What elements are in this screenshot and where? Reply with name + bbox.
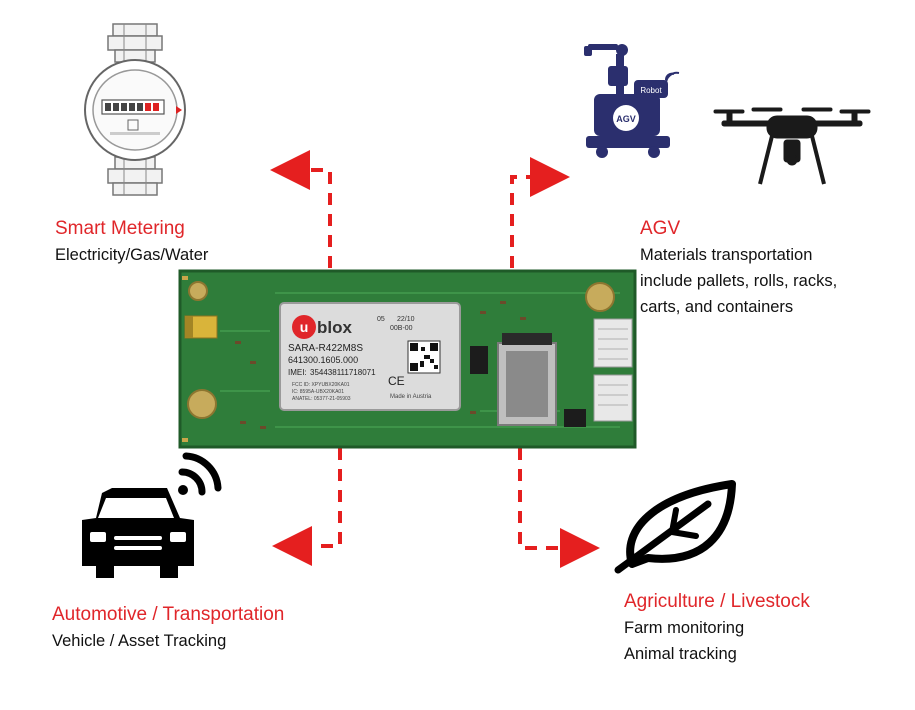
agriculture-line-1: Farm monitoring [624, 619, 745, 637]
agv-body-text: AGV [616, 114, 636, 124]
agv-line-3: carts, and containers [640, 298, 794, 316]
agv-line-2: include pallets, rolls, racks, [640, 272, 838, 290]
module-made-in: Made in Austria [390, 394, 432, 400]
module-can [279, 302, 461, 411]
module-anatel: ANATEL: 05377-21-05903 [292, 396, 351, 402]
ce-mark: CE [388, 374, 405, 388]
water-meter-icon [84, 23, 186, 196]
agv-title: AGV [640, 218, 681, 239]
automotive-line-1: Vehicle / Asset Tracking [52, 632, 227, 650]
qr-code [407, 340, 441, 374]
module-ic: IC: 8595A-UBX20KA01 [292, 389, 344, 395]
agv-badge-text: Robot [640, 86, 662, 95]
module-imei: 354438111718071 [310, 368, 376, 377]
arrow-to-automotive [272, 448, 342, 566]
mounting-hole-top-left [188, 281, 208, 301]
ublox-brand: blox [317, 318, 352, 337]
module-model: SARA-R422M8S [288, 343, 363, 354]
leaf-icon [614, 480, 736, 574]
smart-metering-line-1: Electricity/Gas/Water [55, 246, 209, 264]
connector-top [593, 318, 633, 368]
module-code1: 05 [377, 316, 385, 323]
agv-line-1: Materials transportation [640, 246, 813, 264]
module-imei-label: IMEI: [288, 368, 307, 377]
mounting-hole-bottom-left [187, 389, 217, 419]
module-code2: 22/10 [397, 316, 415, 323]
arrow-to-agriculture [518, 448, 600, 568]
agriculture-title: Agriculture / Livestock [624, 591, 810, 612]
module-part-number: 641300.1605.000 [288, 355, 358, 365]
connector-bottom [593, 374, 633, 422]
mounting-hole-top-right [585, 282, 615, 312]
drone-icon [713, 107, 871, 185]
module-code3: 00B-00 [390, 325, 413, 332]
arrow-to-agv [510, 157, 570, 268]
ublox-logo-u: u [300, 319, 309, 335]
agv-robot-icon: Robot AGV [584, 44, 680, 158]
agriculture-line-2: Animal tracking [624, 645, 737, 663]
car-wireless-icon [82, 452, 222, 578]
arrow-to-smart-metering [270, 150, 332, 268]
automotive-title: Automotive / Transportation [52, 604, 285, 625]
lte-module-board: u blox 05 22/10 00B-00 SARA-R422M8S 6413… [178, 269, 637, 449]
smart-metering-title: Smart Metering [55, 218, 185, 239]
module-fcc: FCC ID: XPYUBX20KA01 [292, 382, 350, 388]
